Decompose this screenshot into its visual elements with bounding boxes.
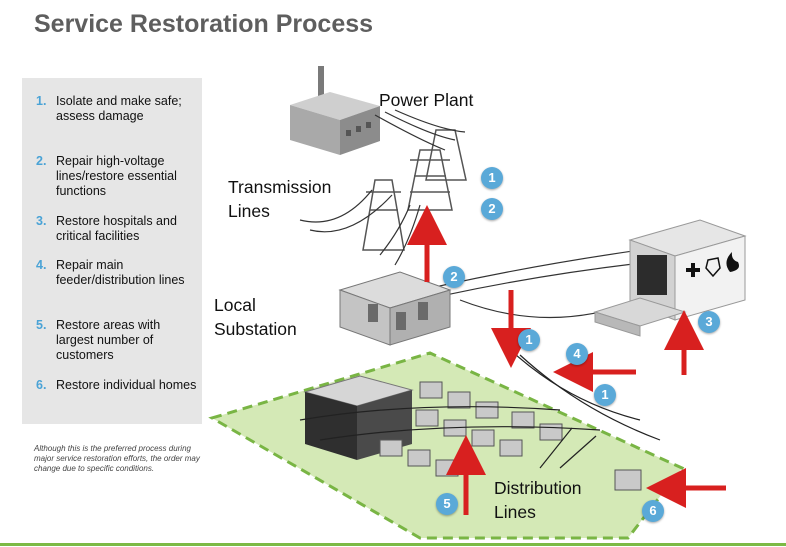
- step-4: 4. Repair main feeder/distribution lines: [36, 258, 198, 288]
- page-title: Service Restoration Process: [34, 10, 374, 38]
- power-plant-label: Power Plant: [379, 90, 474, 110]
- local-substation: [338, 271, 452, 346]
- badge-step-1-feeder: 1: [518, 329, 540, 351]
- fire-icon: [726, 252, 739, 272]
- step-2: 2. Repair high-voltage lines/restore ess…: [36, 154, 198, 199]
- disclaimer-note: Although this is the preferred process d…: [34, 444, 200, 473]
- step-number: 6.: [36, 378, 47, 392]
- apartment-block: [303, 375, 414, 460]
- hospital-cross-icon: [686, 263, 700, 277]
- badge-step-1-distribution: 1: [594, 384, 616, 406]
- step-number: 3.: [36, 214, 47, 228]
- step-number: 4.: [36, 258, 47, 272]
- badge-step-2-transmission: 2: [481, 198, 503, 220]
- badge-step-6-home: 6: [642, 500, 664, 522]
- step-text: Isolate and make safe; assess damage: [56, 94, 182, 123]
- police-badge-icon: [705, 257, 721, 278]
- step-number: 2.: [36, 154, 47, 168]
- badge-step-4-feeder: 4: [566, 343, 588, 365]
- step-number: 5.: [36, 318, 47, 332]
- local-substation-label-line2: Substation: [214, 319, 297, 339]
- badge-step-5-area: 5: [436, 493, 458, 515]
- local-substation-label-line1: Local: [214, 295, 256, 315]
- step-text: Restore areas with largest number of cus…: [56, 318, 161, 362]
- critical-facilities-building: [593, 219, 747, 337]
- transmission-lines-label-line2: Lines: [228, 201, 270, 221]
- restoration-steps-panel: 1. Isolate and make safe; assess damage …: [22, 78, 202, 424]
- badge-step-3-facilities: 3: [698, 311, 720, 333]
- badge-step-1-transmission: 1: [481, 167, 503, 189]
- step-6: 6. Restore individual homes: [36, 378, 198, 393]
- transmission-tower: [362, 129, 467, 251]
- restoration-arrows: [407, 205, 726, 515]
- power-plant-building: [290, 66, 380, 155]
- bottom-divider: [0, 543, 786, 546]
- badge-step-2-substation: 2: [443, 266, 465, 288]
- step-text: Repair main feeder/distribution lines: [56, 258, 185, 287]
- step-1: 1. Isolate and make safe; assess damage: [36, 94, 198, 124]
- distribution-lines-label-line1: Distribution: [494, 478, 582, 498]
- step-text: Repair high-voltage lines/restore essent…: [56, 154, 177, 198]
- step-text: Restore individual homes: [56, 378, 197, 392]
- step-text: Restore hospitals and critical facilitie…: [56, 214, 177, 243]
- step-5: 5. Restore areas with largest number of …: [36, 318, 198, 363]
- transmission-lines-label-line1: Transmission: [228, 177, 332, 197]
- step-number: 1.: [36, 94, 47, 108]
- step-3: 3. Restore hospitals and critical facili…: [36, 214, 198, 244]
- distribution-line-pointer: [539, 427, 597, 469]
- distribution-lines-label-line2: Lines: [494, 502, 536, 522]
